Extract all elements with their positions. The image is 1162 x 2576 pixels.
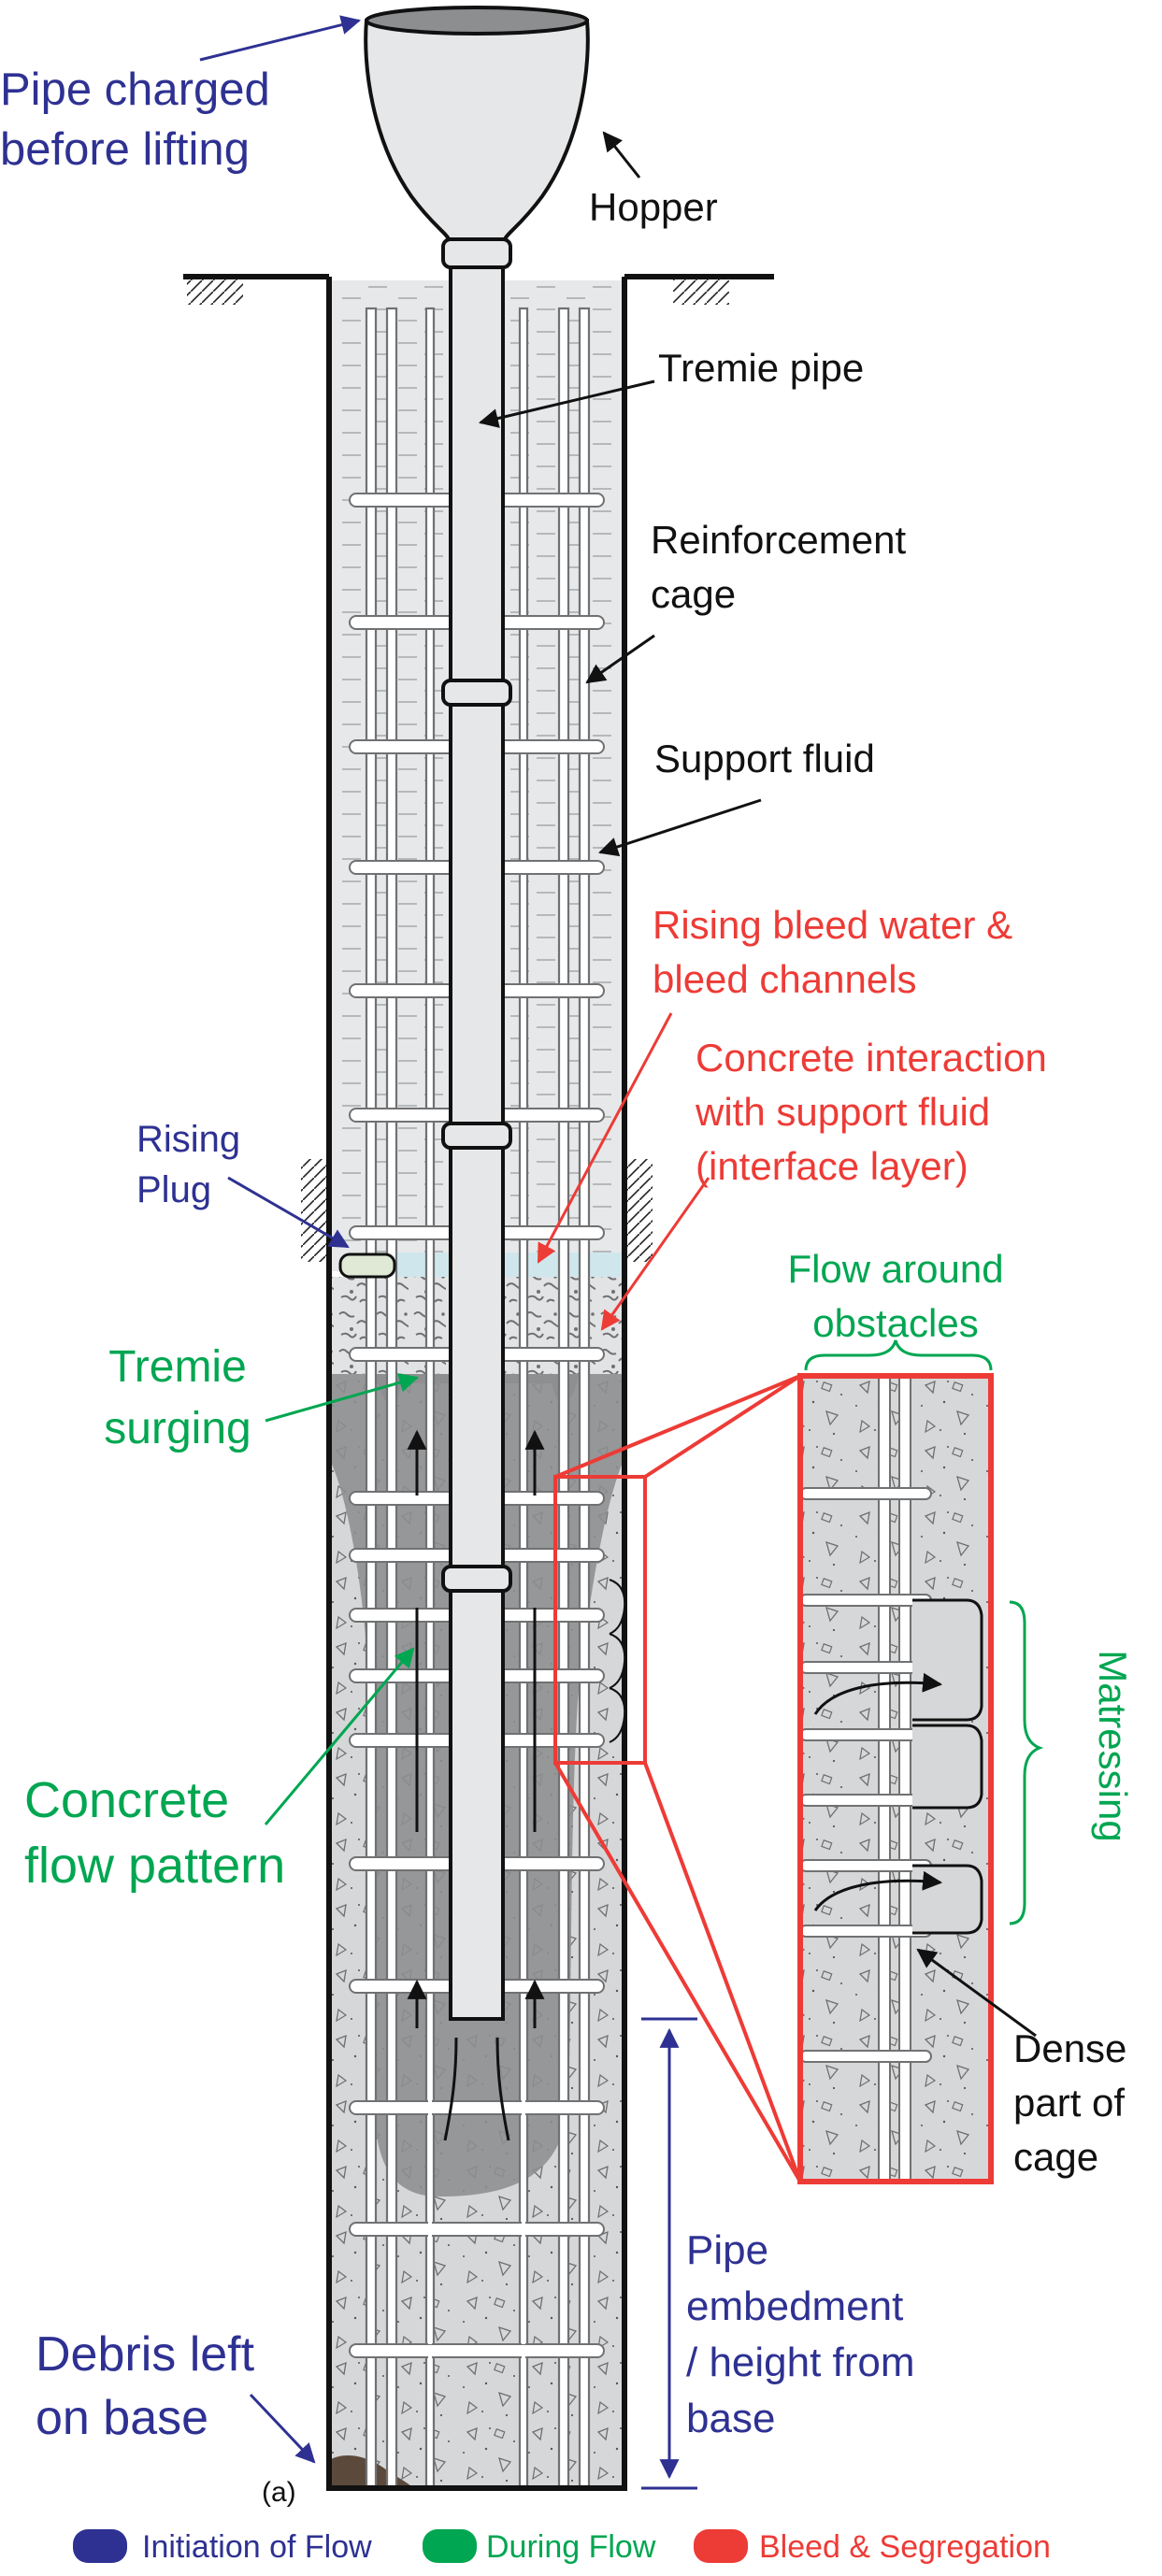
label-concrete-interaction-2: with support fluid [695, 1090, 990, 1134]
pipe-top-collar [443, 239, 510, 267]
label-matressing: Matressing [1091, 1650, 1135, 1841]
label-tremie-surging-1: Tremie [108, 1342, 247, 1392]
hopper [366, 7, 588, 239]
label-tremie-surging-2: surging [104, 1404, 251, 1453]
label-debris-2: on base [36, 2391, 208, 2445]
legend-swatch-during [423, 2529, 477, 2563]
legend-label-bleed: Bleed & Segregation [759, 2529, 1051, 2565]
legend-swatch-initiation [73, 2529, 127, 2563]
matressing-brace [1010, 1602, 1040, 1924]
inset-matressing-pockets [912, 1600, 982, 1933]
label-concrete-flow-2: flow pattern [24, 1838, 285, 1894]
label-concrete-interaction-1: Concrete interaction [696, 1036, 1047, 1080]
arrow-pipe-charged [200, 21, 359, 60]
wall-matressing [610, 1580, 624, 1742]
label-rising-plug-2: Plug [136, 1169, 211, 1210]
label-pipe-embed-1: Pipe [686, 2227, 768, 2273]
tremie-pipe [443, 239, 510, 2019]
label-rising-bleed-2: bleed channels [653, 957, 917, 1001]
label-pipe-charged-2: before lifting [0, 124, 250, 175]
hopper-body [366, 21, 588, 239]
label-tremie-pipe: Tremie pipe [658, 346, 864, 390]
legend-label-initiation: Initiation of Flow [142, 2529, 372, 2565]
label-support-fluid: Support fluid [654, 737, 875, 780]
arrow-debris [251, 2395, 314, 2462]
legend-swatch-bleed [694, 2529, 748, 2563]
label-rising-bleed-1: Rising bleed water & [653, 903, 1012, 947]
label-pipe-embed-2: embedment [686, 2283, 903, 2329]
arrow-hopper [604, 133, 639, 178]
pipe-joint-3 [443, 1567, 510, 1591]
label-flow-around-1: Flow around [787, 1247, 1003, 1291]
pipe-joint-1 [443, 680, 510, 705]
rising-plug [340, 1254, 395, 1277]
label-debris-1: Debris left [36, 2327, 255, 2382]
label-dense-cage-1: Dense [1013, 2026, 1126, 2070]
label-flow-around-2: obstacles [812, 1301, 978, 1345]
label-reinforcement-1: Reinforcement [651, 518, 906, 562]
label-dense-cage-2: part of [1013, 2081, 1125, 2125]
panel-tag: (a) [262, 2477, 296, 2508]
pipe-joint-2 [443, 1123, 510, 1148]
legend-label-during: During Flow [486, 2529, 656, 2565]
label-pipe-charged-1: Pipe charged [0, 64, 270, 115]
legend: Initiation of Flow During Flow Bleed & S… [73, 2529, 1051, 2565]
label-pipe-embed-3: / height from [686, 2340, 915, 2385]
label-concrete-interaction-3: (interface layer) [696, 1144, 968, 1188]
label-hopper: Hopper [589, 185, 718, 229]
label-dense-cage-3: cage [1013, 2135, 1098, 2179]
label-rising-plug-1: Rising [136, 1119, 240, 1160]
label-reinforcement-2: cage [651, 572, 736, 616]
label-concrete-flow-1: Concrete [24, 1772, 229, 1828]
hopper-rim [366, 7, 587, 34]
label-pipe-embed-4: base [686, 2396, 775, 2441]
inset-connector-top [645, 1376, 800, 1477]
